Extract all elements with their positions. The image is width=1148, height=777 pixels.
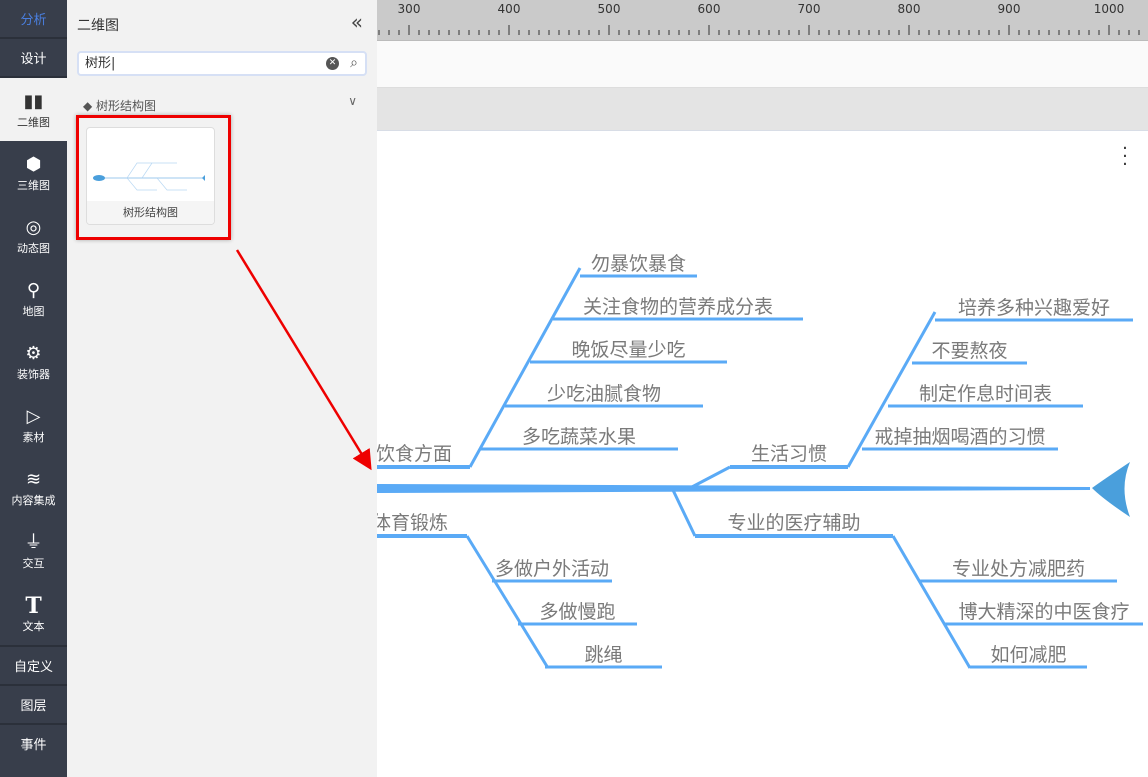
- item-label: 如何减肥: [990, 644, 1066, 666]
- ruler-label: 1000: [1093, 2, 1125, 16]
- fishbone-chart[interactable]: 饮食方面 勿暴饮暴食关注食物的营养成分表晚饭尽量少吃少吃油腻食物多吃蔬菜水果生活习…: [377, 131, 1148, 777]
- search-input[interactable]: 树形| ✕ ⌕: [77, 51, 367, 76]
- sidebar-item-label: 动态图: [17, 241, 50, 255]
- category-branch: [465, 535, 550, 669]
- play-box-icon: ▷: [26, 405, 41, 427]
- category-connector: [689, 465, 731, 490]
- panel-title: 二维图: [77, 18, 119, 34]
- item-label: 不要熬夜: [931, 340, 1007, 362]
- fish-head: [1092, 462, 1130, 517]
- item-label: 多吃蔬菜水果: [522, 426, 636, 448]
- category-label: 生活习惯: [751, 443, 827, 465]
- ruler-ticks: [378, 25, 1140, 35]
- sidebar-item-label: 交互: [22, 556, 45, 570]
- category-label: 饮食方面: [377, 443, 452, 465]
- highlight-box: [76, 115, 231, 240]
- sidebar-item-3d-chart[interactable]: ⬢ 三维图: [0, 141, 67, 204]
- category-branch: [891, 535, 972, 669]
- sidebar-item-label: 二维图: [17, 115, 50, 129]
- sidebar-item-interaction[interactable]: ⏚ 交互: [0, 519, 67, 582]
- category-header[interactable]: ◆ 树形结构图: [83, 97, 156, 114]
- tree-chart-thumbnail: [93, 162, 205, 191]
- chart-canvas: ··· 饮食方面 勿暴饮暴食关注食物的营养成分表晚饭尽量少吃少吃油腻食物多吃蔬菜水…: [377, 131, 1148, 777]
- card-label: 树形结构图: [87, 201, 214, 224]
- diamond-icon: ◆: [83, 99, 97, 113]
- category-label: 树形结构图: [96, 99, 157, 113]
- spine: [377, 484, 1090, 493]
- category-branch: [468, 267, 582, 468]
- sidebar-item-2d-chart[interactable]: ▮▮ 二维图: [0, 78, 67, 141]
- item-label: 多做户外活动: [495, 558, 609, 580]
- sidebar-item-label: 地图: [22, 304, 45, 318]
- ruler-label: 800: [897, 2, 921, 16]
- sidebar-item-integration[interactable]: ≋ 内容集成: [0, 456, 67, 519]
- tab-events[interactable]: 事件: [0, 723, 67, 762]
- item-label: 跳绳: [584, 644, 622, 666]
- filter-icon: ⏚: [24, 531, 43, 553]
- layers-icon: ≋: [25, 468, 42, 490]
- bar-chart-icon: ▮▮: [23, 90, 44, 112]
- horizontal-ruler[interactable]: 300 400 500 600 700 800 900 1000: [377, 0, 1148, 41]
- tab-analysis[interactable]: 分析: [0, 0, 67, 39]
- sidebar-item-label: 内容集成: [11, 493, 56, 507]
- tree-chart-card[interactable]: 树形结构图: [86, 127, 215, 225]
- tab-custom[interactable]: 自定义: [0, 645, 67, 684]
- decorator-icon: ⚙: [25, 342, 42, 364]
- item-label: 培养多种兴趣爱好: [958, 297, 1110, 319]
- sidebar-item-label: 文本: [22, 619, 45, 633]
- sidebar-item-dynamic-chart[interactable]: ◎ 动态图: [0, 204, 67, 267]
- ruler-label: 400: [497, 2, 521, 16]
- toolbar-area: [377, 41, 1148, 88]
- search-value: 树形: [85, 56, 112, 71]
- trend-circle-icon: ◎: [25, 216, 42, 238]
- item-label: 关注食物的营养成分表: [583, 296, 773, 318]
- ruler-label: 500: [597, 2, 621, 16]
- item-label: 晚饭尽量少吃: [571, 339, 685, 361]
- sidebar-item-decorator[interactable]: ⚙ 装饰器: [0, 330, 67, 393]
- text-icon: T: [25, 592, 42, 619]
- sidebar-item-label: 装饰器: [17, 367, 50, 381]
- ruler-label: 700: [797, 2, 821, 16]
- item-label: 少吃油腻食物: [547, 383, 661, 405]
- item-label: 勿暴饮暴食: [591, 253, 686, 275]
- tab-layers[interactable]: 图层: [0, 684, 67, 723]
- sidebar: 分析 设计 ▮▮ 二维图 ⬢ 三维图 ◎ 动态图 ⚲ 地图 ⚙ 装饰器 ▷ 素材 ≋ 内容集成…: [0, 0, 67, 777]
- item-label: 多做慢跑: [539, 601, 615, 623]
- sidebar-item-map[interactable]: ⚲ 地图: [0, 267, 67, 330]
- sidebar-item-label: 素材: [22, 430, 45, 444]
- chevron-down-icon[interactable]: ∨: [348, 94, 357, 108]
- sidebar-item-label: 三维图: [17, 178, 50, 192]
- map-pin-icon: ⚲: [26, 279, 41, 301]
- item-label: 制定作息时间表: [919, 383, 1052, 405]
- search-icon[interactable]: ⌕: [350, 55, 358, 71]
- tab-design[interactable]: 设计: [0, 39, 67, 78]
- ruler-label: 600: [697, 2, 721, 16]
- item-label: 专业处方减肥药: [952, 558, 1085, 580]
- item-label: 博大精深的中医食疗: [958, 601, 1129, 623]
- cube-icon: ⬢: [25, 153, 42, 175]
- category-connector: [670, 487, 697, 537]
- chart-header-bar: [377, 88, 1148, 131]
- more-menu-icon[interactable]: ···: [1122, 138, 1128, 175]
- ruler-label: 900: [997, 2, 1021, 16]
- category-label: 专业的医疗辅助: [727, 512, 860, 534]
- item-label: 戒掉抽烟喝酒的习惯: [874, 426, 1045, 448]
- collapse-icon[interactable]: «: [350, 10, 363, 34]
- sidebar-item-material[interactable]: ▷ 素材: [0, 393, 67, 456]
- ruler-label: 300: [397, 2, 421, 16]
- clear-icon[interactable]: ✕: [326, 57, 339, 70]
- category-label: 体育锻炼: [377, 512, 448, 534]
- category-branch: [846, 311, 937, 468]
